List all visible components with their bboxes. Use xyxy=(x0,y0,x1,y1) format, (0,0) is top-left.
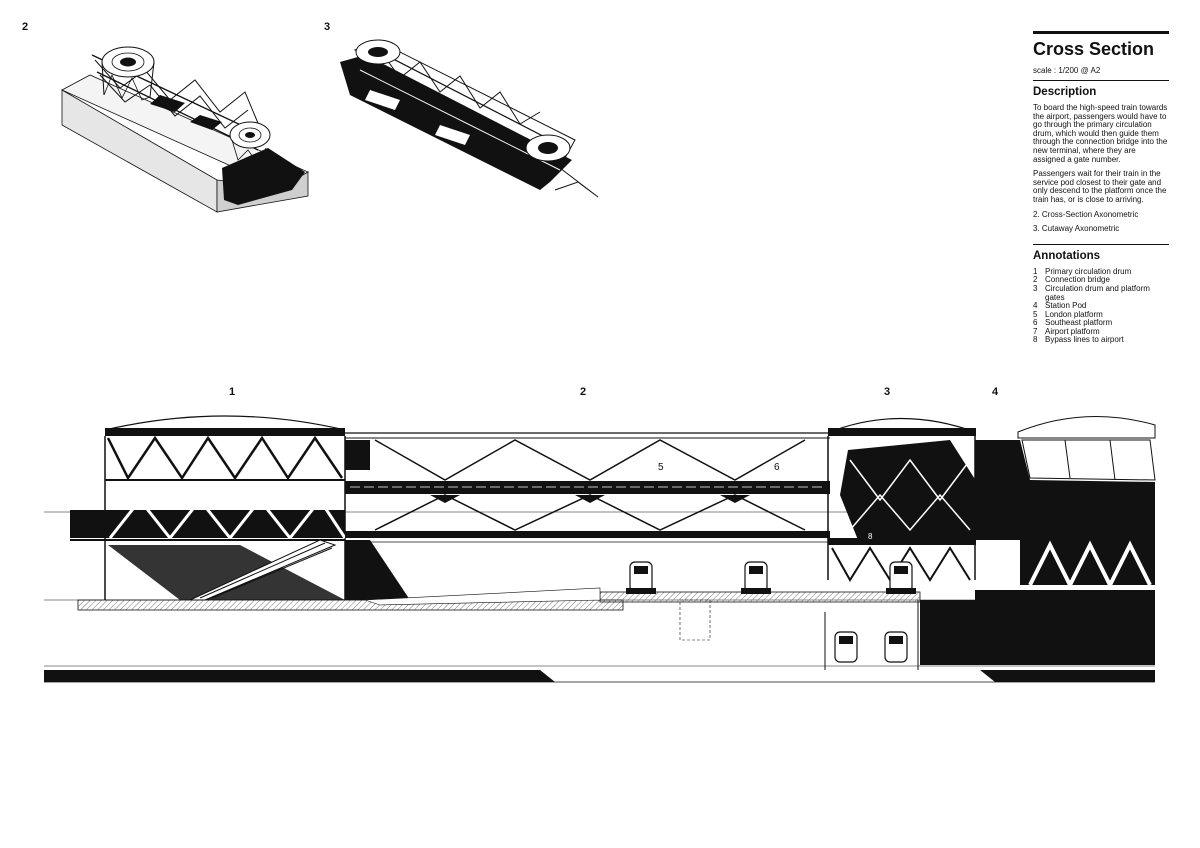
annotation-number: 4 xyxy=(1033,301,1038,311)
annotation-item: 1 Primary circulation drum xyxy=(1033,266,1169,277)
annotation-item: 7 Airport platform xyxy=(1033,326,1169,337)
primary-circulation-drum xyxy=(70,415,410,601)
info-panel: Cross Section scale : 1/200 @ A2 Descrip… xyxy=(1033,31,1169,345)
label-5: 5 xyxy=(658,462,664,473)
station-pod xyxy=(920,415,1156,665)
annotation-text: Connection bridge xyxy=(1045,275,1110,285)
train-london xyxy=(626,561,656,594)
scale-text: scale : 1/200 @ A2 xyxy=(1033,66,1101,75)
annotation-text: Bypass lines to airport xyxy=(1045,335,1124,345)
annotation-text: Station Pod xyxy=(1045,301,1087,311)
annotation-item: 5 London platform xyxy=(1033,309,1169,320)
annotation-number: 7 xyxy=(1033,326,1038,336)
title-rule xyxy=(1033,31,1169,34)
annotation-item: 6 Southeast platform xyxy=(1033,318,1169,328)
divider xyxy=(1033,243,1169,245)
axonometric-cutaway xyxy=(340,39,599,198)
annotation-item: 8 Bypass lines to airport xyxy=(1033,336,1169,345)
annotation-number: 5 xyxy=(1033,309,1038,319)
figure-2-number: 2 xyxy=(22,21,29,33)
annotation-text: London platform xyxy=(1045,309,1103,319)
label-2: 2 xyxy=(580,386,587,398)
label-3: 3 xyxy=(884,386,891,398)
annotation-text: Circulation drum and platform gates xyxy=(1045,283,1150,302)
connection-bridge xyxy=(345,432,830,543)
annotation-item: 3 Circulation drum and platform gates xyxy=(1033,283,1169,302)
annotation-text: Primary circulation drum xyxy=(1045,266,1132,276)
circulation-drum-platform-gates xyxy=(827,417,985,582)
annotations-heading: Annotations xyxy=(1033,249,1101,262)
label-8: 8 xyxy=(868,532,873,541)
train-southeast xyxy=(741,561,771,594)
description-paragraph: To board the high-speed train towards th… xyxy=(1033,103,1168,164)
annotation-number: 2 xyxy=(1033,275,1038,285)
annotation-text: Southeast platform xyxy=(1045,318,1113,328)
annotation-item: 2 Connection bridge xyxy=(1033,276,1169,285)
platform-slab xyxy=(77,587,921,670)
figure-3-number: 3 xyxy=(324,21,331,33)
page-title: Cross Section xyxy=(1033,39,1155,59)
label-6: 6 xyxy=(774,462,780,473)
annotation-number: 3 xyxy=(1033,283,1038,293)
description-heading: Description xyxy=(1033,86,1097,98)
train-bypass-2 xyxy=(884,631,908,663)
train-airport xyxy=(886,561,916,594)
label-1: 1 xyxy=(229,386,236,398)
figure-caption: 3. Cutaway Axonometric xyxy=(1033,224,1120,234)
cross-section-drawing xyxy=(44,415,1156,683)
annotation-text: Airport platform xyxy=(1045,326,1100,336)
annotation-number: 8 xyxy=(1033,335,1038,345)
annotations-list: 1 Primary circulation drum 2 Connection br… xyxy=(1033,266,1169,345)
annotation-item: 4 Station Pod xyxy=(1033,301,1169,311)
label-4: 4 xyxy=(992,386,999,398)
figure-caption: 2. Cross-Section Axonometric xyxy=(1033,209,1139,219)
annotation-number: 6 xyxy=(1033,318,1038,328)
axonometric-cross-section xyxy=(61,46,309,213)
train-bypass-1 xyxy=(834,631,858,663)
divider xyxy=(1033,80,1169,81)
description-paragraph: Passengers wait for their train in the s… xyxy=(1033,169,1167,204)
annotation-number: 1 xyxy=(1033,266,1038,276)
